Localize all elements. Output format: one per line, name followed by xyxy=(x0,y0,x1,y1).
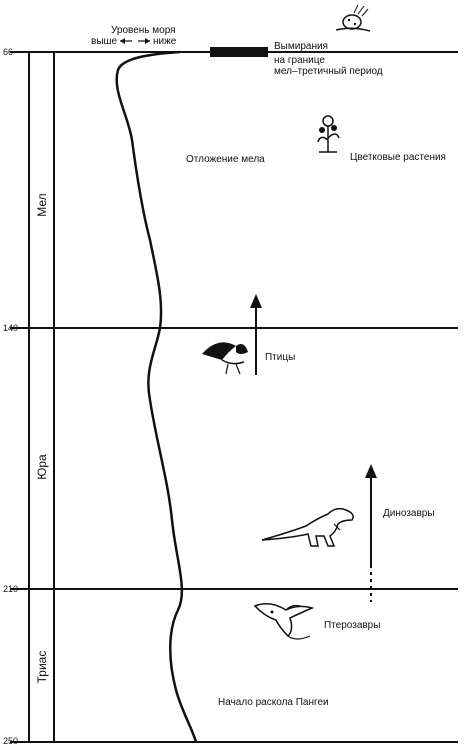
higher-label: выше xyxy=(91,36,118,47)
extinction-bar xyxy=(210,47,268,57)
bird-icon xyxy=(202,342,248,375)
chalk-label: Отложение мела xyxy=(186,154,265,165)
dinosaurs-label: Динозавры xyxy=(383,508,435,519)
pterosaur-icon xyxy=(253,603,315,640)
extinction-label-3: мел–третичный период xyxy=(274,66,383,77)
pangea-label: Начало раскола Пангеи xyxy=(218,697,329,708)
age-210: 210 xyxy=(3,584,19,594)
period-cretaceous: Мел xyxy=(35,193,49,217)
flower-icon xyxy=(317,115,340,153)
arrow-higher-head xyxy=(120,38,125,44)
pterosaurs-label: Птерозавры xyxy=(324,620,381,631)
age-250: 250 xyxy=(3,736,19,746)
dinosaurs-arrow-head xyxy=(365,464,377,478)
period-triassic: Триас xyxy=(35,650,49,684)
extinction-label: Вымирания xyxy=(274,41,328,52)
arrow-lower-head xyxy=(145,38,150,44)
dinosaur-icon xyxy=(261,507,354,547)
meteor-icon xyxy=(335,4,371,32)
birds-arrow-head xyxy=(250,294,262,308)
flowering-label: Цветковые растения xyxy=(350,152,446,163)
age-66: 66 xyxy=(3,47,14,57)
lower-label: ниже xyxy=(153,36,177,47)
period-jurassic: Юра xyxy=(35,454,49,480)
sea-level-label: Уровень моря xyxy=(111,25,176,36)
birds-label: Птицы xyxy=(265,352,296,363)
extinction-label-2: на границе xyxy=(274,55,325,66)
age-140: 140 xyxy=(3,323,19,333)
sea-level-curve xyxy=(115,50,198,743)
